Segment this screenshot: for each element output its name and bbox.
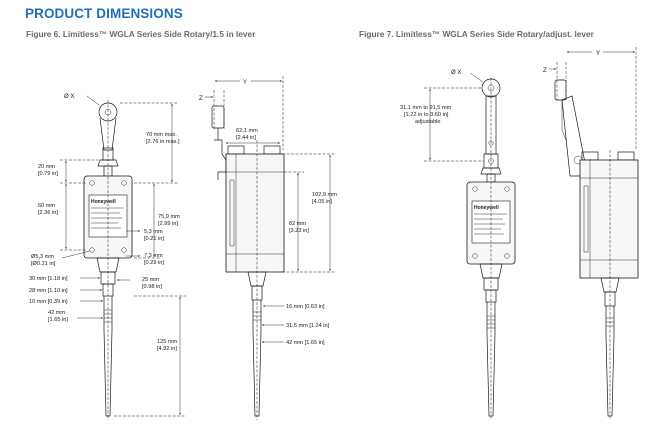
dim-82-label: 82 mm: [289, 221, 306, 227]
fig7-side-body: [579, 159, 639, 279]
dim-hole-in-label: [Ø0.21 in]: [31, 261, 56, 267]
dim-25-in-label: [0.98 in]: [142, 284, 162, 290]
dim-60-in-label: [2.36 in]: [38, 210, 58, 216]
dim-7-3-label: 7,3 mm: [144, 253, 163, 259]
dim-5-3-in-label: [0.21 in]: [144, 236, 164, 242]
fig7-y-label: Y: [596, 51, 600, 57]
roller-diameter-label: Ø X: [64, 94, 74, 100]
page-title: PRODUCT DIMENSIONS: [25, 6, 183, 21]
brand-text: Honeywell: [91, 199, 116, 205]
side-body: [225, 153, 285, 273]
dim-125-in-label: [4.92 in]: [157, 346, 177, 352]
fig7-front-view: Ø X Honeywell 31,1 mm to 9: [400, 70, 516, 420]
dim-75-in-label: [2.99 in]: [158, 221, 178, 227]
figure-6-caption: Figure 6. Limitless™ WGLA Series Side Ro…: [26, 29, 256, 39]
dim-10-label: 10 mm [0.39 in]: [29, 299, 68, 305]
dim-7-3-in-label: [0.29 in]: [144, 260, 164, 266]
dim-75-label: 75,9 mm: [158, 214, 180, 220]
dim-82-in-label: [3.23 in]: [289, 228, 309, 234]
dim-125-label: 125 mm: [157, 339, 178, 345]
adj-dim-label: 31,1 mm to 91,5 mm: [400, 105, 452, 111]
dim-102-label: 102,9 mm: [312, 192, 337, 198]
adj-word-label: adjustable: [415, 119, 441, 125]
dim-70-in-label: [2.76 in max.]: [146, 139, 180, 145]
dim-31-label: 31,5 mm [1.24 in]: [286, 323, 330, 329]
y-label: Y: [243, 80, 247, 86]
dim-28-label: 28 mm [1.10 in]: [29, 288, 68, 294]
fig7-roller-diameter-label: Ø X: [451, 70, 461, 76]
dim-62-in-label: [2.44 in]: [236, 135, 256, 141]
dim-62-label: 62,1 mm: [236, 128, 258, 134]
dim-42-side-label: 42 mm [1.65 in]: [286, 340, 325, 346]
dim-20-in-label: [0.79 in]: [38, 171, 58, 177]
z-label: Z: [199, 96, 203, 102]
dim-60-label: 60 mm: [38, 203, 55, 209]
fig7-side-view: Z Y: [543, 47, 639, 420]
dim-30-label: 30 mm [1.18 in]: [29, 276, 68, 282]
figure-7-caption: Figure 7. Limitless™ WGLA Series Side Ro…: [359, 29, 594, 39]
dim-25-label: 25 mm: [142, 277, 159, 283]
fig6-side-view: Z Y 62,1 mm [2.44 in]: [199, 76, 337, 420]
dim-42-in-label: [1.65 in]: [48, 317, 68, 323]
dim-70-label: 70 mm max.: [146, 132, 177, 138]
dim-16-label: 16 mm [0.63 in]: [286, 304, 325, 310]
fig6-front-view: Ø X Honeywell 70 mm m: [29, 94, 186, 420]
dim-20-label: 20 mm: [38, 164, 55, 170]
adj-dim-in-label: [1.22 in to 3.60 in]: [404, 112, 449, 118]
dim-hole-label: Ø5,3 mm: [31, 254, 54, 260]
dim-42-label: 42 mm: [48, 310, 65, 316]
fig7-z-label: Z: [543, 68, 547, 74]
dim-102-in-label: [4.05 in]: [312, 199, 332, 205]
fig7-brand-text: Honeywell: [474, 205, 499, 211]
dim-5-3-label: 5,3 mm: [144, 229, 163, 235]
